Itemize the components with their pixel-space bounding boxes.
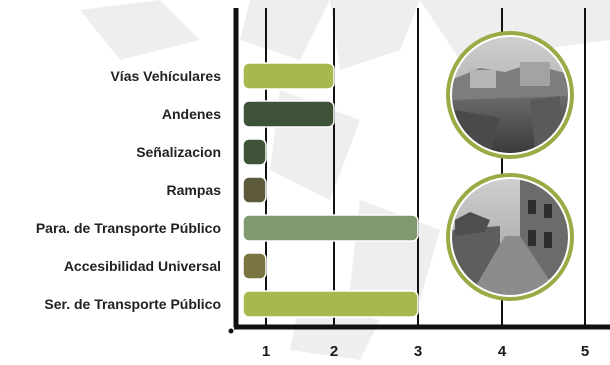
- category-label-3: Rampas: [167, 182, 222, 198]
- bars: [242, 62, 419, 318]
- category-labels: Vías VehícularesAndenesSeñalizacionRampa…: [36, 68, 221, 312]
- tick-label-2: 2: [330, 343, 338, 360]
- street-photo-top: [446, 31, 574, 159]
- street-photo-bottom: [446, 173, 574, 301]
- tick-labels: 1 2 3 4 5: [262, 343, 589, 360]
- category-label-5: Accesibilidad Universal: [64, 258, 221, 274]
- category-label-4: Para. de Transporte Público: [36, 220, 221, 236]
- bar-3: [242, 176, 267, 204]
- tick-label-1: 1: [262, 343, 270, 360]
- category-label-1: Andenes: [162, 106, 221, 122]
- bar-1: [242, 100, 335, 128]
- tick-label-5: 5: [581, 343, 589, 360]
- bar-4: [242, 214, 419, 242]
- category-label-0: Vías Vehículares: [110, 68, 221, 84]
- category-label-6: Ser. de Transporte Público: [44, 296, 221, 312]
- bar-2: [242, 138, 267, 166]
- bar-5: [242, 252, 267, 280]
- tick-label-4: 4: [498, 343, 507, 360]
- bar-0: [242, 62, 335, 90]
- tick-label-3: 3: [414, 343, 422, 360]
- category-label-2: Señalizacion: [136, 144, 221, 160]
- decorative-dot: [228, 328, 234, 334]
- bar-6: [242, 290, 419, 318]
